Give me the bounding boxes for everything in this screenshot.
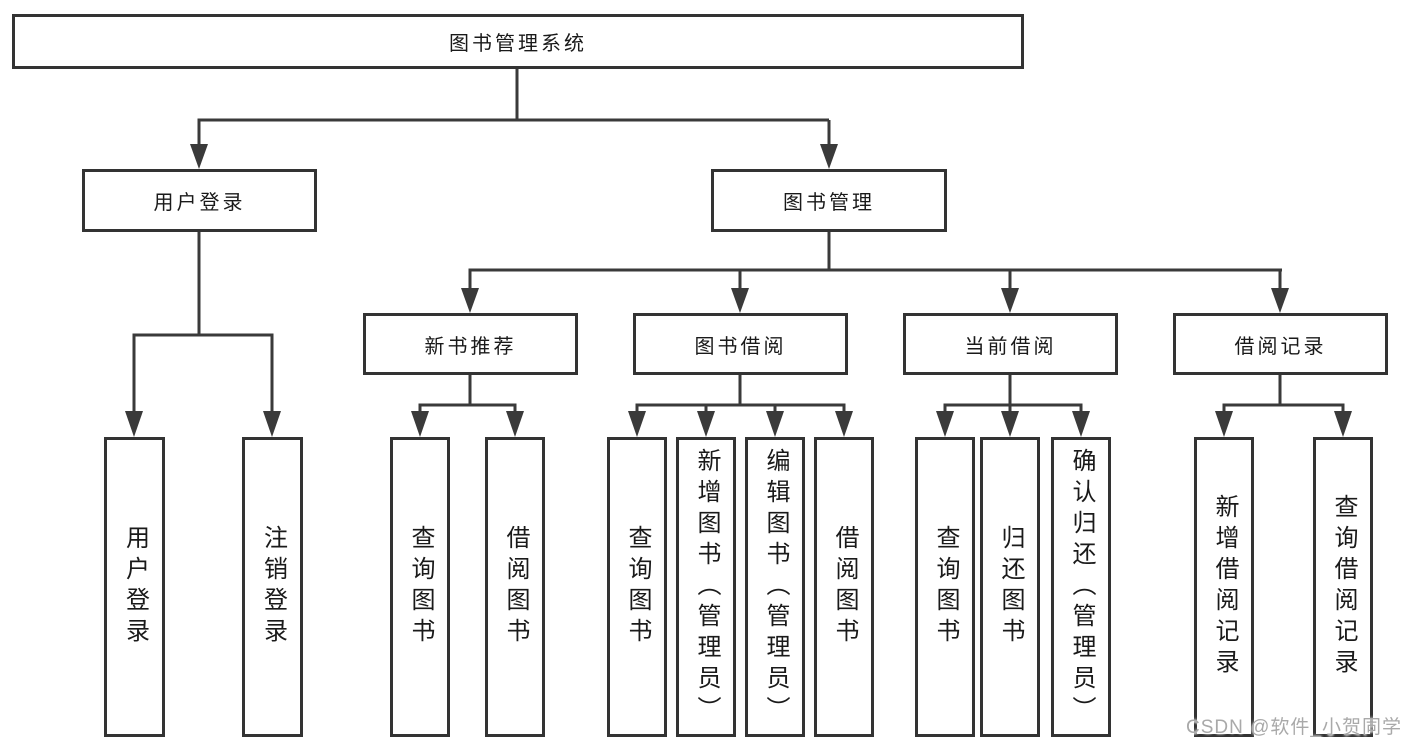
node-current-borrow: 当前借阅 (903, 313, 1118, 375)
node-current-query-book-label: 查询图书 (932, 525, 959, 649)
node-confirm-return-admin: 确认归还（管理员） (1051, 437, 1111, 737)
node-new-book-recommend-label: 新书推荐 (424, 335, 517, 358)
node-current-query-book: 查询图书 (915, 437, 975, 737)
node-return-book-label: 归还图书 (997, 525, 1024, 649)
csdn-watermark: CSDN @软件_小贺同学 (1186, 717, 1402, 738)
node-add-borrow-record: 新增借阅记录 (1194, 437, 1254, 737)
node-current-borrow-label: 当前借阅 (964, 335, 1057, 358)
node-borrow-query-book: 查询图书 (607, 437, 667, 737)
node-user-login-leaf-label: 用户登录 (121, 525, 149, 649)
node-edit-book-admin-label: 编辑图书（管理员） (762, 447, 789, 727)
node-borrow-records: 借阅记录 (1173, 313, 1388, 375)
node-root: 图书管理系统 (12, 14, 1024, 69)
node-borrow-book-leaf: 借阅图书 (814, 437, 874, 737)
node-borrow-book-leaf-label: 借阅图书 (831, 525, 858, 649)
node-query-borrow-record: 查询借阅记录 (1313, 437, 1373, 737)
connector-recommend-to-children (411, 375, 524, 437)
connector-records-to-children (1215, 375, 1352, 437)
node-borrow-records-label: 借阅记录 (1234, 335, 1327, 358)
node-add-borrow-record-label: 新增借阅记录 (1211, 494, 1238, 680)
node-recommend-query-book-label: 查询图书 (407, 525, 434, 649)
node-logout-leaf: 注销登录 (242, 437, 303, 737)
node-borrow-query-book-label: 查询图书 (624, 525, 651, 649)
node-book-borrow: 图书借阅 (633, 313, 848, 375)
connector-root-to-level2 (190, 69, 838, 169)
node-edit-book-admin: 编辑图书（管理员） (745, 437, 805, 737)
node-logout-leaf-label: 注销登录 (259, 525, 287, 649)
node-return-book: 归还图书 (980, 437, 1040, 737)
connector-login-to-children (125, 232, 281, 437)
node-add-book-admin: 新增图书（管理员） (676, 437, 736, 737)
node-recommend-query-book: 查询图书 (390, 437, 450, 737)
connector-borrow-to-children (628, 375, 853, 437)
connector-current-to-children (936, 375, 1090, 437)
node-user-login-label: 用户登录 (153, 192, 246, 214)
node-recommend-borrow-book-label: 借阅图书 (502, 525, 529, 649)
node-add-book-admin-label: 新增图书（管理员） (693, 447, 720, 727)
connector-management-to-groups (461, 232, 1289, 313)
node-confirm-return-admin-label: 确认归还（管理员） (1068, 447, 1095, 727)
node-book-management-label: 图书管理 (783, 192, 875, 214)
node-recommend-borrow-book: 借阅图书 (485, 437, 545, 737)
node-book-borrow-label: 图书借阅 (694, 335, 787, 358)
node-book-management: 图书管理 (711, 169, 947, 232)
node-root-label: 图书管理系统 (449, 33, 587, 55)
node-query-borrow-record-label: 查询借阅记录 (1330, 494, 1357, 680)
node-user-login: 用户登录 (82, 169, 317, 232)
node-user-login-leaf: 用户登录 (104, 437, 165, 737)
node-new-book-recommend: 新书推荐 (363, 313, 578, 375)
